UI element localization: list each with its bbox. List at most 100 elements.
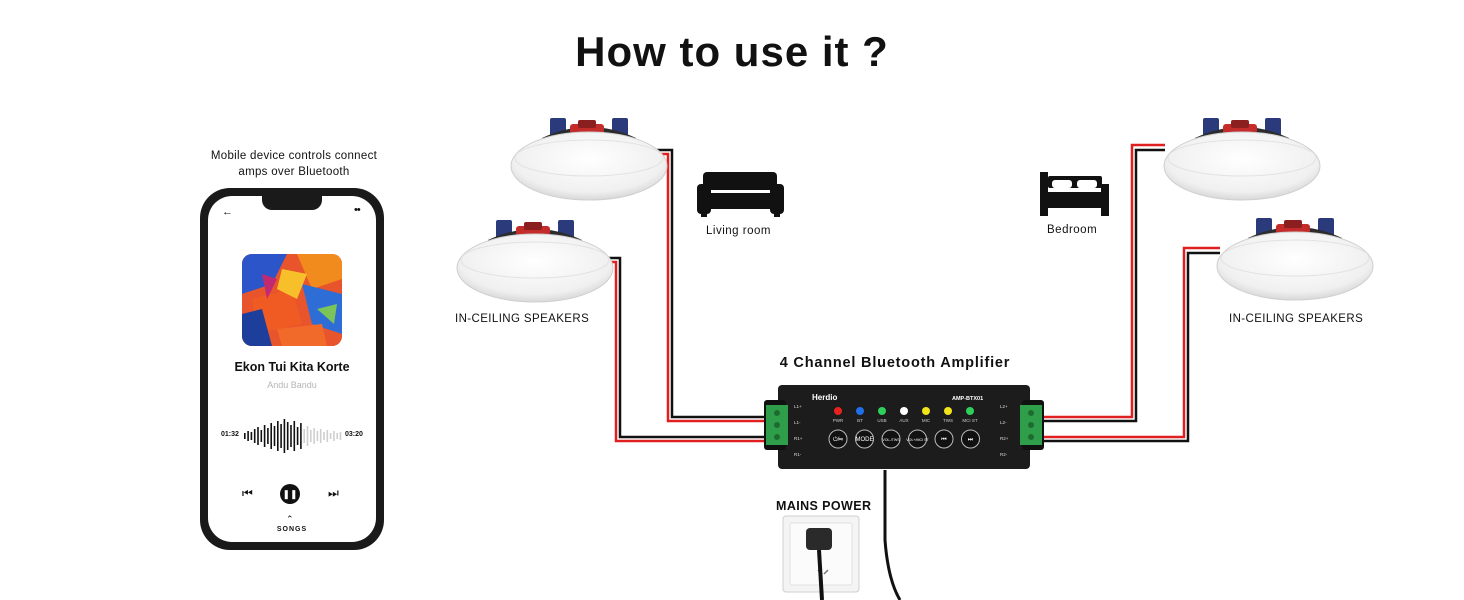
- led-label: USB: [877, 418, 886, 423]
- room-label-bedroom: Bedroom: [1047, 224, 1098, 236]
- next-track-icon[interactable]: ⏭: [328, 486, 339, 500]
- amplifier-title: 4 Channel Bluetooth Amplifier: [779, 355, 1011, 371]
- amp-button-label: VOL+/MCI ST: [906, 438, 929, 442]
- waveform-bar: [247, 431, 249, 441]
- amp-button[interactable]: [961, 429, 980, 449]
- led-pwr: [834, 407, 842, 415]
- terminal-label: R2-: [1000, 452, 1008, 457]
- smartphone: ← •• Ekon Tui Kita Korte Andu Bandu 01:3…: [200, 188, 384, 550]
- power-plug: [806, 528, 832, 550]
- led-label: MIC: [922, 418, 931, 423]
- waveform-bar: [293, 421, 296, 451]
- led-mci-st: [966, 407, 974, 415]
- speaker-right-top: [1163, 117, 1321, 201]
- more-options-icon[interactable]: ••: [354, 204, 361, 216]
- waveform-bar: [303, 429, 305, 443]
- amp-brand: Herdio: [812, 393, 837, 402]
- led-label: AUX: [899, 418, 908, 423]
- power-cord: [883, 470, 902, 600]
- speakers-label-left: IN-CEILING SPEAKERS: [455, 313, 590, 325]
- phone-screen: ← •• Ekon Tui Kita Korte Andu Bandu 01:3…: [208, 196, 376, 542]
- waveform-bar: [270, 423, 272, 449]
- room-label-living: Living room: [706, 225, 771, 237]
- previous-track-icon[interactable]: ⏮: [242, 486, 253, 500]
- waveform-bar: [323, 432, 325, 440]
- waveform-bar: [316, 431, 319, 441]
- terminal-label: R2+: [1000, 436, 1009, 441]
- waveform-bar: [306, 426, 309, 446]
- phone-caption: Mobile device controls connect amps over…: [195, 148, 393, 180]
- terminal-label: L1-: [794, 420, 801, 425]
- mains-power-label: MAINS POWER: [776, 499, 872, 513]
- amp-model: AMP-BTX01: [952, 396, 983, 402]
- led-label: TWS: [943, 418, 953, 423]
- songs-tab[interactable]: SONGS: [276, 526, 308, 533]
- phone-notch: [262, 196, 322, 210]
- led-aux: [900, 407, 908, 415]
- waveform-bar: [290, 425, 292, 447]
- waveform-bar: [263, 425, 266, 447]
- waveform-bar: [296, 427, 299, 445]
- amp-button-label: ⏭: [968, 437, 974, 443]
- phone-caption-line2: amps over Bluetooth: [238, 166, 350, 178]
- terminal-label: R1-: [794, 452, 802, 457]
- led-usb: [878, 407, 886, 415]
- waveform-bar: [257, 427, 259, 445]
- waveform-bar: [333, 431, 335, 441]
- speaker-left-bottom: [456, 219, 614, 303]
- page-title: How to use it ?: [575, 28, 889, 75]
- waveform-bar: [260, 430, 263, 442]
- amp-button-label: VOL-/TWS: [882, 438, 900, 442]
- led-tws: [944, 407, 952, 415]
- terminal-label: L1+: [794, 404, 802, 409]
- sofa-icon: [697, 172, 784, 217]
- waveform-bar: [313, 428, 315, 444]
- waveform-bar: [310, 430, 312, 442]
- song-title: Ekon Tui Kita Korte: [234, 360, 350, 374]
- chevron-up-icon[interactable]: ⌃: [286, 514, 294, 524]
- right-wires: [1030, 143, 1220, 443]
- time-elapsed: 01:32: [221, 431, 239, 438]
- amp-button[interactable]: [828, 429, 848, 449]
- waveform-bar: [286, 422, 289, 450]
- amp-button[interactable]: [908, 429, 927, 449]
- terminal-label: L2+: [1000, 404, 1008, 409]
- waveform-bar: [273, 426, 276, 446]
- terminal-label: R1+: [794, 436, 803, 441]
- waveform-bar: [253, 429, 256, 443]
- amp-button[interactable]: [855, 429, 874, 449]
- terminal-label: L2-: [1000, 420, 1007, 425]
- waveform-bar: [326, 430, 329, 442]
- led-label: PWR: [833, 418, 844, 423]
- waveform-bar: [336, 433, 338, 439]
- waveform-bar: [329, 433, 332, 439]
- waveform-bar: [280, 424, 282, 448]
- amp-button[interactable]: [934, 429, 954, 449]
- back-arrow-icon[interactable]: ←: [222, 206, 233, 218]
- waveform-bar: [339, 432, 342, 440]
- amp-button[interactable]: [881, 429, 901, 449]
- album-art: [242, 254, 342, 346]
- wall-socket: [782, 515, 860, 600]
- waveform[interactable]: [242, 418, 342, 454]
- waveform-bar: [277, 421, 279, 451]
- waveform-bar: [319, 429, 322, 443]
- amplifier: Herdio AMP-BTX01 L1+ L1- R1+ R1- L2+ L2-…: [764, 385, 1044, 469]
- speaker-left-top: [510, 117, 668, 201]
- waveform-bar: [250, 432, 253, 440]
- pause-button[interactable]: ❚❚: [280, 484, 300, 504]
- amp-button-label: ⏻/⏯: [833, 436, 843, 443]
- waveform-bar: [283, 419, 286, 453]
- led-label: BT: [857, 418, 863, 423]
- phone-caption-line1: Mobile device controls connect: [210, 150, 378, 162]
- amp-button-label: ⏮: [941, 437, 947, 443]
- led-bt: [856, 407, 864, 415]
- song-artist: Andu Bandu: [267, 380, 317, 390]
- amp-button-label: MODE: [856, 437, 874, 443]
- speakers-label-right: IN-CEILING SPEAKERS: [1229, 313, 1364, 325]
- waveform-bar: [267, 428, 269, 444]
- led-mic: [922, 407, 930, 415]
- waveform-bar: [300, 423, 302, 449]
- time-total: 03:20: [345, 431, 363, 438]
